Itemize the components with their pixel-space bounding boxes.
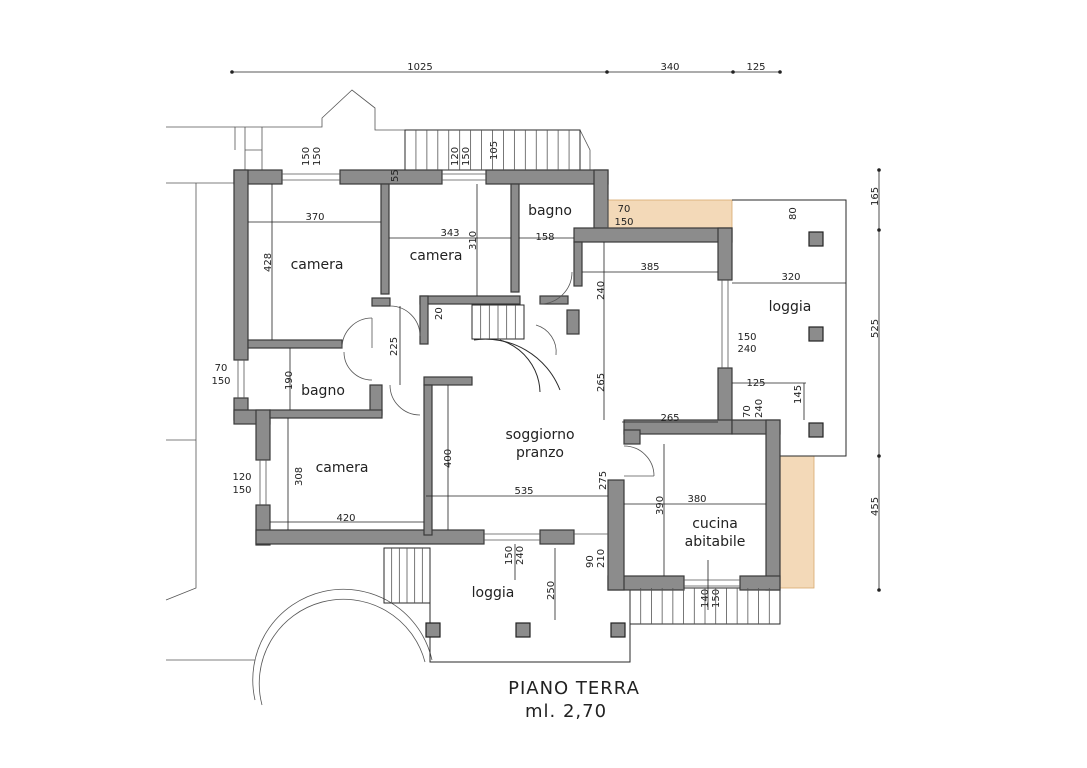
brick-cladding-east [779, 455, 815, 589]
plan-title-floor: PIANO TERRA [508, 678, 640, 699]
internal-stair [471, 304, 561, 393]
dim-label: 310 [468, 231, 479, 250]
column [808, 422, 824, 438]
dim-label: 150 [614, 217, 633, 228]
room-label-cucina: cucina [692, 516, 738, 532]
dim-label: 525 [870, 319, 881, 338]
dim-label: 80 [788, 207, 799, 220]
plan-title-height: ml. 2,70 [525, 701, 607, 722]
dim-label: 140 [700, 589, 711, 608]
room-label-bagno: bagno [301, 383, 345, 399]
column [808, 326, 824, 342]
dim-label: 55 [390, 169, 401, 182]
loggia-south [425, 548, 631, 663]
dim-label: 120 [450, 147, 461, 166]
dim-label: 210 [596, 549, 607, 568]
dim-label: 420 [336, 513, 355, 524]
dim-label: 105 [489, 141, 500, 160]
room-label-abitabile: abitabile [685, 534, 746, 550]
dim-label: 70 [618, 204, 631, 215]
column [808, 231, 824, 247]
dim-label: 190 [284, 371, 295, 390]
dim-label: 240 [737, 344, 756, 355]
brick-cladding-north [603, 199, 733, 229]
dim-label: 535 [514, 486, 533, 497]
dim-label: 380 [687, 494, 706, 505]
dim-label: 308 [294, 467, 305, 486]
dim-label: 370 [305, 212, 324, 223]
dim-label: 150 [461, 147, 472, 166]
dim-label: 165 [870, 187, 881, 206]
room-label-loggia: loggia [769, 299, 812, 315]
room-label-soggiorno: soggiorno [505, 427, 574, 443]
dim-label: 150 [232, 485, 251, 496]
dim-label: 150 [504, 546, 515, 565]
room-label-camera: camera [410, 248, 463, 264]
windows [237, 173, 740, 587]
walls [233, 169, 781, 591]
column [515, 622, 531, 638]
column [610, 622, 626, 638]
dim-label: 265 [660, 413, 679, 424]
dim-label: 150 [737, 332, 756, 343]
site-context [165, 89, 591, 706]
dim-label: 150 [211, 376, 230, 387]
dim-label: 145 [793, 385, 804, 404]
dim-label: 240 [596, 281, 607, 300]
dim-label: 390 [655, 496, 666, 515]
dimension-labels: 1025 340 125 150 150 120 150 105 55 370 … [211, 62, 881, 608]
dim-label: 158 [535, 232, 554, 243]
room-label-loggia: loggia [472, 585, 515, 601]
room-label-pranzo: pranzo [516, 445, 564, 461]
dim-label: 250 [546, 581, 557, 600]
dim-label: 150 [711, 589, 722, 608]
dim-label: 70 [215, 363, 228, 374]
room-labels: camera camera bagno bagno camera soggior… [291, 203, 812, 601]
dim-label: 265 [596, 373, 607, 392]
dim-label: 240 [754, 399, 765, 418]
dim-label: 225 [389, 337, 400, 356]
plan-title: PIANO TERRA ml. 2,70 [508, 678, 640, 722]
dim-label: 275 [598, 471, 609, 490]
dim-label: 120 [232, 472, 251, 483]
dim-label: 125 [746, 378, 765, 389]
dim-label: 20 [434, 307, 445, 320]
dim-label: 385 [640, 262, 659, 273]
dim-label: 150 [312, 147, 323, 166]
dim-label: 1025 [407, 62, 432, 73]
dim-label: 340 [660, 62, 679, 73]
dim-label: 320 [781, 272, 800, 283]
room-label-camera: camera [316, 460, 369, 476]
room-label-camera: camera [291, 257, 344, 273]
loggia-east [732, 199, 847, 457]
column [425, 622, 441, 638]
dim-label: 455 [870, 497, 881, 516]
dim-label: 343 [440, 228, 459, 239]
dim-label: 90 [585, 555, 596, 568]
dimension-lines [230, 70, 881, 620]
dim-label: 400 [443, 449, 454, 468]
dim-label: 150 [301, 147, 312, 166]
dim-label: 125 [746, 62, 765, 73]
dim-label: 428 [263, 253, 274, 272]
dim-label: 70 [742, 405, 753, 418]
dim-label: 240 [515, 546, 526, 565]
room-label-bagno: bagno [528, 203, 572, 219]
door-swings [341, 271, 655, 477]
